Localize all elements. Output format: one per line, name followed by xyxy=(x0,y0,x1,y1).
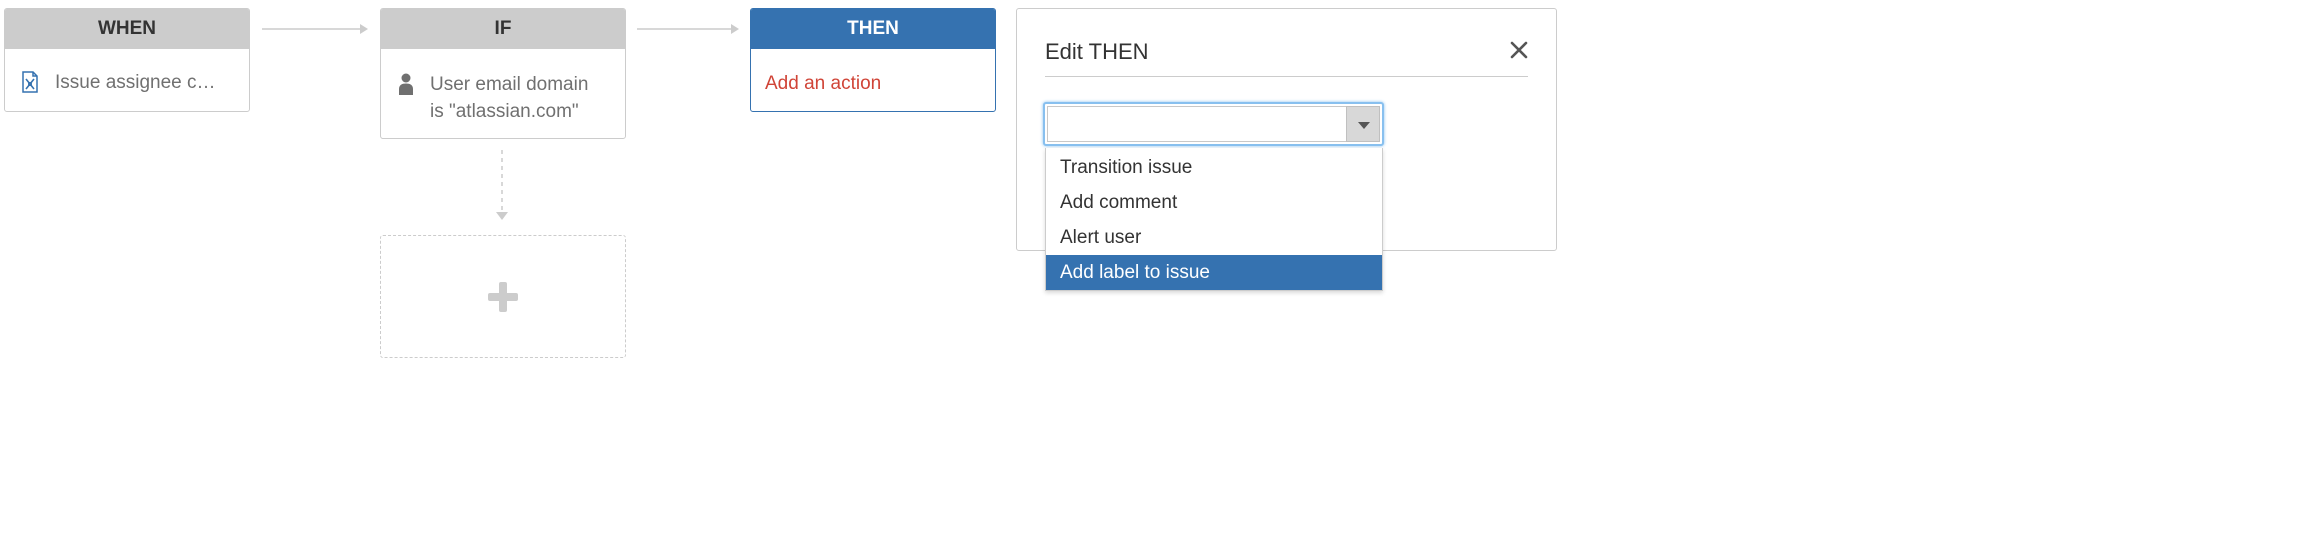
if-condition-line2: is "atlassian.com" xyxy=(430,101,579,122)
when-card-title: WHEN xyxy=(5,9,249,49)
panel-title: Edit THEN xyxy=(1045,39,1149,64)
automation-flow: WHEN Issue assignee c… IF User email dom… xyxy=(0,0,1563,370)
if-condition-label: User email domain is "atlassian.com" xyxy=(430,71,610,125)
action-select[interactable] xyxy=(1043,102,1384,146)
then-card[interactable]: THEN Add an action xyxy=(750,8,996,112)
chevron-down-icon[interactable] xyxy=(1346,106,1380,142)
add-action-link[interactable]: Add an action xyxy=(765,73,882,94)
if-condition-line1: User email domain xyxy=(430,74,589,95)
user-icon xyxy=(399,73,413,95)
action-select-input[interactable] xyxy=(1047,106,1347,142)
connector-arrow xyxy=(262,24,368,34)
if-card-title: IF xyxy=(381,9,625,49)
dropdown-option-add-comment[interactable]: Add comment xyxy=(1060,192,1178,213)
when-card[interactable]: WHEN Issue assignee c… xyxy=(4,8,250,112)
dropdown-option-transition-issue[interactable]: Transition issue xyxy=(1060,157,1193,178)
dropdown-option-alert-user[interactable]: Alert user xyxy=(1060,227,1142,248)
then-card-title: THEN xyxy=(751,9,995,49)
connector-arrow xyxy=(637,24,739,34)
add-condition-button[interactable] xyxy=(380,235,626,358)
if-card[interactable]: IF User email domain is "atlassian.com" xyxy=(380,8,626,139)
panel-divider xyxy=(1045,76,1528,77)
connector-dashed-arrow xyxy=(496,150,508,220)
close-icon[interactable] xyxy=(1510,41,1528,59)
issue-document-icon xyxy=(22,71,38,93)
dropdown-option-add-label[interactable]: Add label to issue xyxy=(1046,255,1382,290)
plus-icon xyxy=(488,282,518,312)
when-trigger-label: Issue assignee c… xyxy=(55,72,216,93)
action-dropdown-list: Transition issue Add comment Alert user … xyxy=(1045,148,1383,291)
